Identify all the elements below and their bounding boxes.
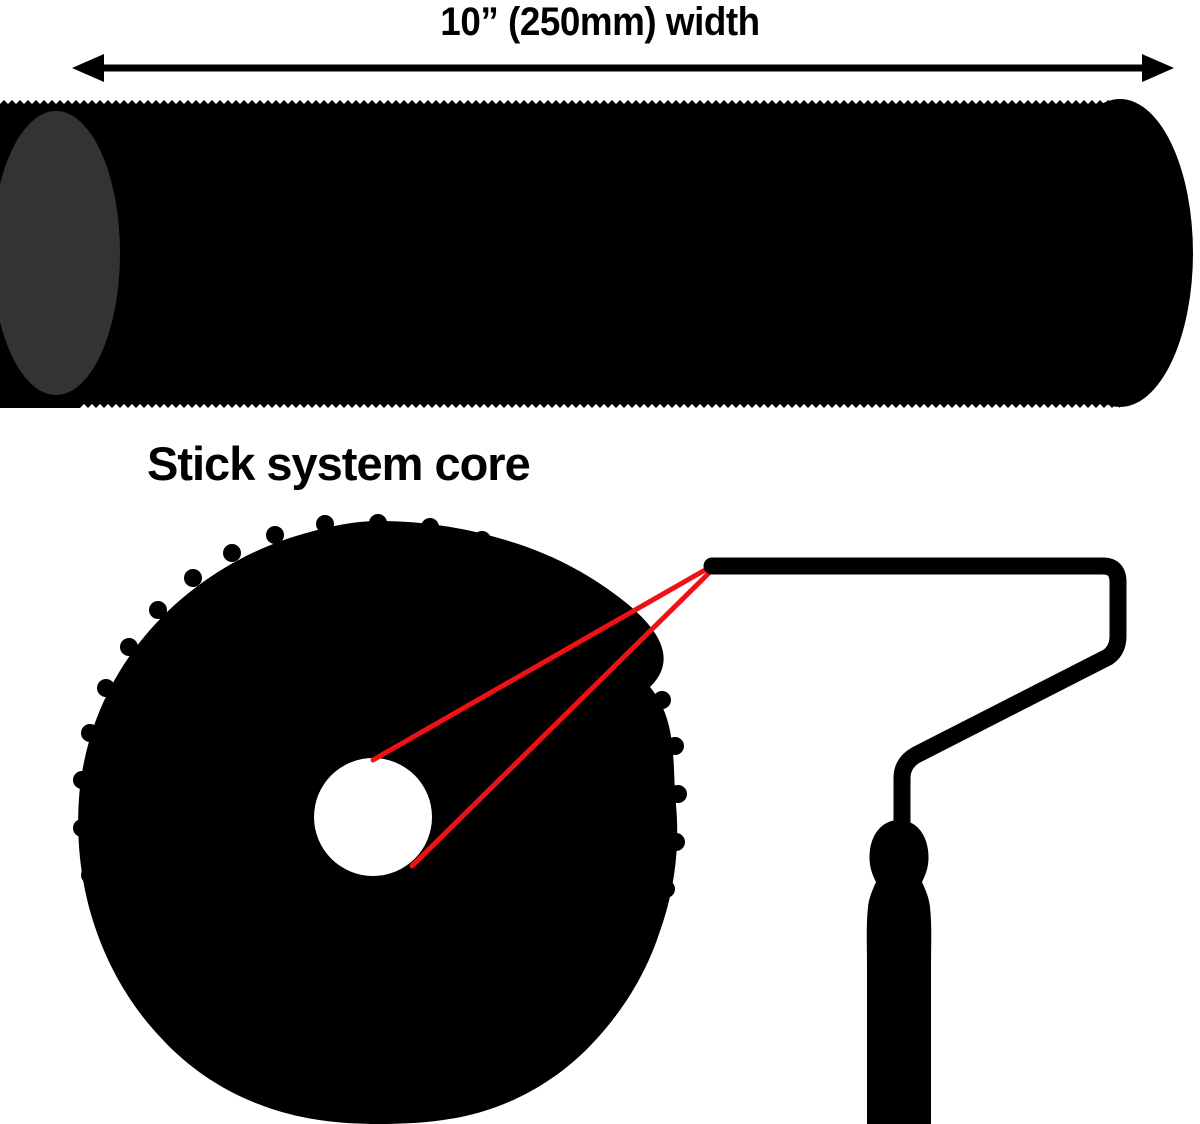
width-dimension-arrow	[72, 54, 1174, 82]
core-callout-leader-lines	[370, 563, 715, 869]
roller-sleeve-side-view	[0, 99, 1193, 408]
core-hole	[314, 758, 432, 876]
sleeve-left-end-cap	[0, 111, 120, 395]
arrow-head-right	[1142, 54, 1174, 82]
leader-line-upper	[370, 563, 715, 763]
width-dimension-label: 10” (250mm) width	[440, 0, 760, 44]
roller-frame-wire	[703, 557, 1127, 837]
arrow-head-left	[72, 54, 104, 82]
core-callout-label: Stick system core	[147, 437, 531, 490]
roller-sleeve-end-view	[73, 514, 687, 1124]
end-view-rim-texture	[73, 514, 687, 1103]
roller-handle-grip	[866, 820, 932, 1124]
leader-line-lower	[409, 567, 715, 869]
sleeve-right-cap	[1047, 99, 1193, 407]
